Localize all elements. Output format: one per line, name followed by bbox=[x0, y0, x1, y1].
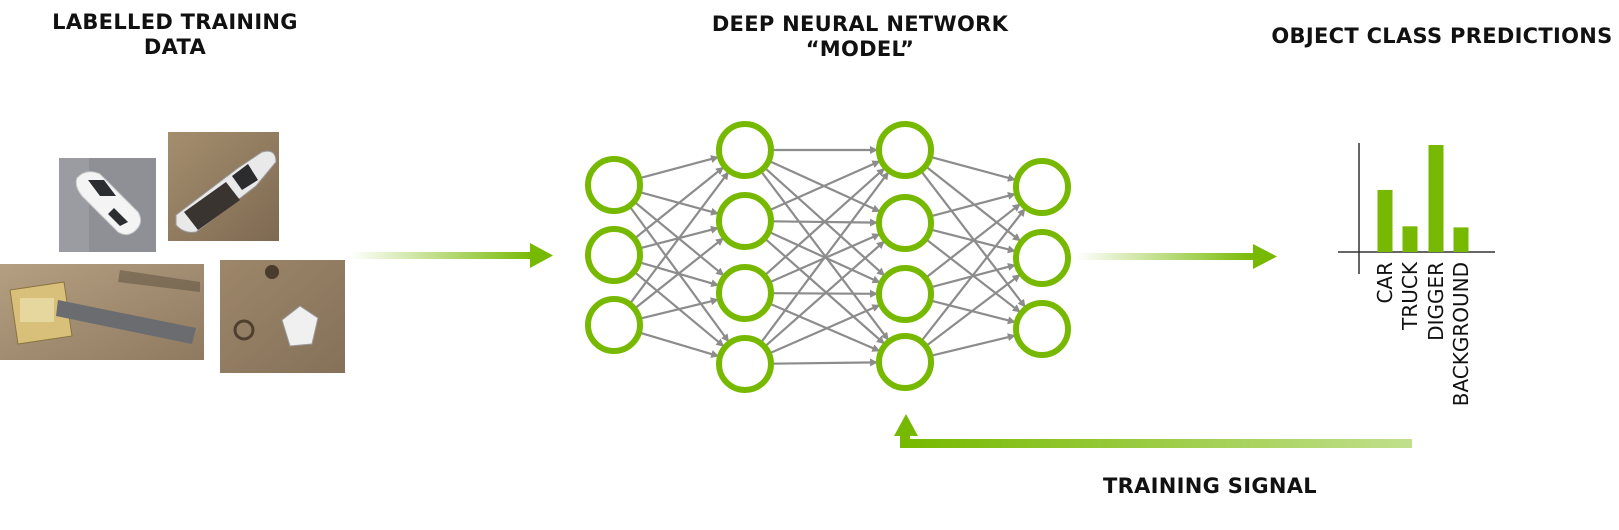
network-edge bbox=[638, 331, 720, 358]
network-heading-line-2: “MODEL” bbox=[805, 37, 915, 61]
network-node bbox=[876, 121, 934, 179]
network-node bbox=[1013, 300, 1071, 358]
network-edge bbox=[763, 167, 885, 277]
network-edge bbox=[638, 297, 719, 320]
training-image-digger bbox=[0, 264, 204, 360]
network-edge bbox=[628, 171, 730, 305]
network-node bbox=[716, 192, 774, 250]
training-image-truck bbox=[168, 132, 279, 241]
network-edge bbox=[763, 237, 885, 345]
training-data-heading-line-2: DATA bbox=[143, 35, 207, 59]
network-node bbox=[716, 121, 774, 179]
network-edge bbox=[638, 155, 719, 180]
bar-label-background: BACKGROUND bbox=[1449, 262, 1473, 406]
training-signal-heading: TRAINING SIGNAL bbox=[1103, 474, 1317, 498]
network-edge bbox=[924, 165, 1021, 242]
bar-digger bbox=[1428, 145, 1444, 252]
training-data-heading-line-1: LABELLED TRAINING bbox=[52, 10, 298, 34]
network-edge bbox=[920, 208, 1026, 343]
network-node bbox=[585, 296, 643, 354]
network-connections bbox=[628, 146, 1026, 367]
network-edge bbox=[770, 358, 879, 367]
bar-truck bbox=[1402, 226, 1418, 252]
predictions-heading: OBJECT CLASS PREDICTIONS bbox=[1271, 24, 1613, 48]
network-edge bbox=[633, 237, 724, 310]
network-node bbox=[585, 226, 643, 284]
network-heading-line-1: DEEP NEURAL NETWORK bbox=[711, 12, 1009, 36]
bar-label-car: CAR bbox=[1373, 262, 1397, 304]
bar-label-digger: DIGGER bbox=[1424, 262, 1448, 341]
network-node bbox=[876, 265, 934, 323]
network-heading: DEEP NEURAL NETWORK “MODEL” bbox=[700, 12, 1020, 62]
bar-car bbox=[1377, 189, 1393, 252]
network-node bbox=[585, 156, 643, 214]
network-to-predictions-arrow bbox=[1076, 244, 1277, 269]
network-edge bbox=[768, 160, 881, 212]
network-node bbox=[876, 333, 934, 391]
network-nodes bbox=[585, 121, 1071, 393]
training-signal-arrow bbox=[894, 414, 1412, 448]
network-node bbox=[1013, 158, 1071, 216]
network-edge bbox=[768, 304, 881, 355]
training-data-heading: LABELLED TRAINING DATA bbox=[40, 10, 310, 60]
network-node bbox=[716, 335, 774, 393]
network-edge bbox=[633, 166, 724, 240]
network-edge bbox=[768, 302, 881, 352]
network-edge bbox=[925, 274, 1021, 348]
network-node bbox=[716, 264, 774, 322]
network-edge bbox=[929, 192, 1016, 218]
bar-label-truck: TRUCK bbox=[1398, 261, 1422, 331]
data-to-network-arrow bbox=[350, 243, 553, 268]
bar-background bbox=[1453, 227, 1469, 252]
network-edge bbox=[924, 203, 1021, 279]
network-node bbox=[876, 194, 934, 252]
training-image-car bbox=[59, 158, 156, 252]
network-edge bbox=[930, 333, 1016, 357]
network-edge bbox=[759, 171, 890, 344]
training-image-background bbox=[220, 260, 345, 373]
network-edge bbox=[763, 240, 885, 348]
network-edge bbox=[929, 155, 1016, 182]
network-node bbox=[1013, 229, 1071, 287]
